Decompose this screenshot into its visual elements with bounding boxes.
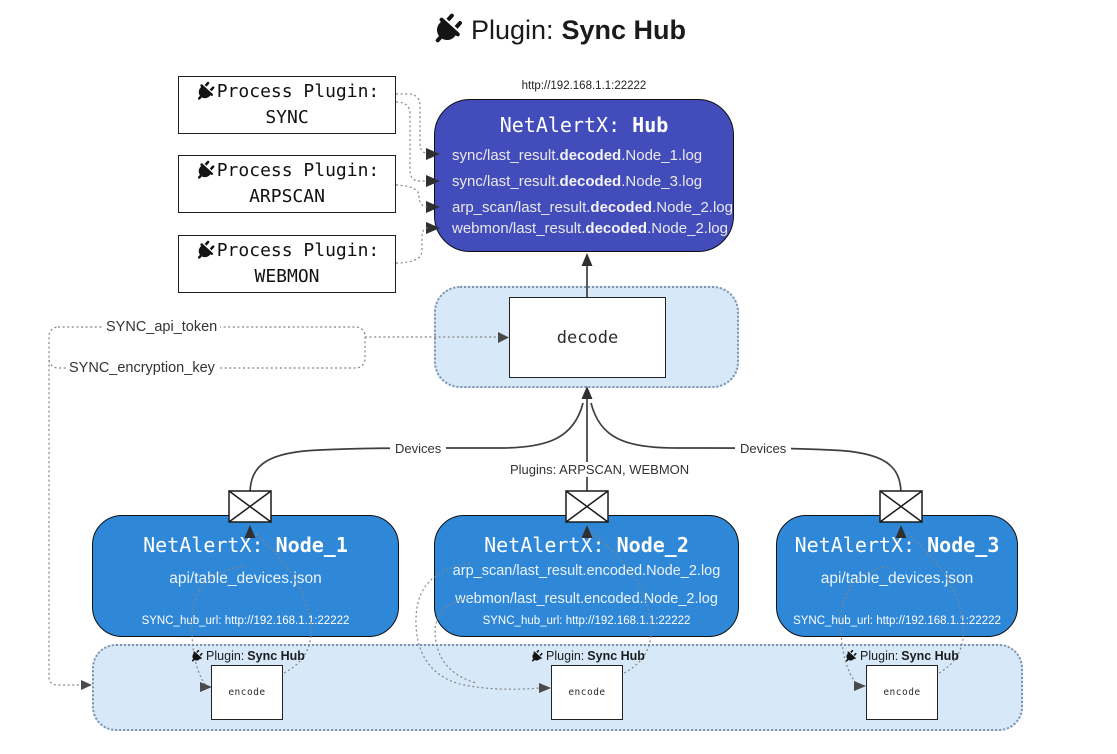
edge-label-devices-left: Devices — [390, 441, 447, 456]
node-file: api/table_devices.json — [169, 570, 322, 587]
node-3-box: NetAlertX: Node_3 api/table_devices.json… — [776, 515, 1018, 637]
link-webmon-to-line4 — [395, 227, 429, 264]
page-title-prefix: Plugin: — [470, 14, 554, 45]
node-title: NetAlertX: Node_2 — [484, 533, 689, 557]
edge-label-plugins-middle: Plugins: ARPSCAN, WEBMON — [505, 462, 695, 477]
decode-box: decode — [509, 297, 666, 378]
encode-box: encode — [211, 665, 283, 720]
process-plugin-name: SYNC — [265, 107, 309, 128]
node-title: NetAlertX: Node_1 — [143, 533, 348, 557]
process-plugin-name: WEBMON — [254, 266, 320, 287]
plug-icon — [841, 647, 859, 665]
edge-label-devices-right: Devices — [735, 441, 792, 456]
node-2-box: NetAlertX: Node_2 arp_scan/last_result.e… — [434, 515, 739, 637]
plug-icon — [527, 647, 545, 665]
hub-file-line: webmon/last_result.decoded.Node_2.log — [452, 220, 728, 237]
process-plugin-label: Process Plugin: — [216, 160, 380, 181]
plug-icon — [191, 237, 219, 265]
node-hub-url: SYNC_hub_url: http://192.168.1.1:22222 — [141, 615, 350, 627]
encode-box: encode — [551, 665, 623, 720]
process-plugin-name: ARPSCAN — [249, 186, 325, 207]
plug-icon — [187, 647, 205, 665]
process-plugin-sync: Process Plugin: SYNC — [178, 76, 396, 134]
page-title: Plugin: Sync Hub — [0, 13, 1117, 46]
hub-file-line: sync/last_result.decoded.Node_1.log — [452, 147, 703, 164]
plug-icon — [191, 157, 219, 185]
node-1-box: NetAlertX: Node_1 api/table_devices.json… — [92, 515, 399, 637]
page-title-name: Sync Hub — [561, 14, 687, 45]
node-file: arp_scan/last_result.encoded.Node_2.log — [452, 563, 721, 579]
plug-icon — [191, 78, 219, 106]
link-sync-to-line1 — [396, 93, 428, 154]
link-settings-to-band — [48, 360, 81, 686]
node-title: NetAlertX: Node_3 — [794, 533, 1000, 557]
setting-sync-encryption-key: SYNC_encryption_key — [66, 360, 218, 376]
band-plugin-label: Plugin: Sync Hub — [814, 649, 989, 663]
hub-file-line: sync/last_result.decoded.Node_3.log — [452, 173, 703, 190]
encode-box: encode — [866, 665, 938, 720]
setting-sync-api-token: SYNC_api_token — [103, 319, 221, 335]
hub-file-line: arp_scan/last_result.decoded.Node_2.log — [452, 199, 733, 216]
process-plugin-label: Process Plugin: — [216, 240, 380, 261]
link-sync-to-line2 — [395, 101, 427, 182]
link-arpscan-to-line3 — [395, 184, 428, 208]
band-plugin-label: Plugin: Sync Hub — [160, 649, 335, 663]
node-file: api/table_devices.json — [820, 570, 974, 587]
band-plugin-label: Plugin: Sync Hub — [500, 649, 675, 663]
hub-title: NetAlertX: Hub — [499, 113, 669, 137]
hub-box: NetAlertX: Hub sync/last_result.decoded.… — [434, 99, 734, 252]
process-plugin-webmon: Process Plugin: WEBMON — [178, 235, 396, 293]
process-plugin-label: Process Plugin: — [216, 81, 380, 102]
node-hub-url: SYNC_hub_url: http://192.168.1.1:22222 — [793, 615, 1001, 627]
process-plugin-arpscan: Process Plugin: ARPSCAN — [178, 155, 396, 213]
plug-icon — [424, 7, 469, 52]
node-file: webmon/last_result.encoded.Node_2.log — [455, 591, 718, 607]
node-hub-url: SYNC_hub_url: http://192.168.1.1:22222 — [482, 615, 691, 627]
hub-url: http://192.168.1.1:22222 — [521, 80, 647, 92]
